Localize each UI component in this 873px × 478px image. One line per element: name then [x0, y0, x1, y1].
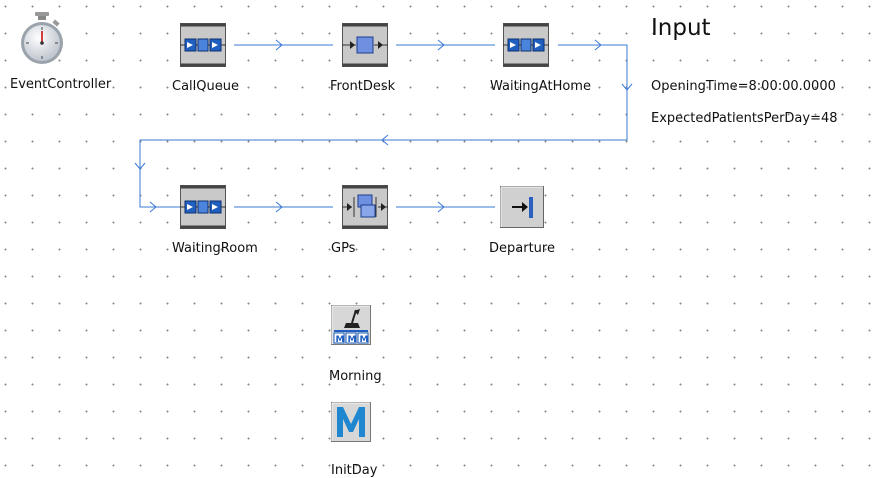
input-frame-title[interactable]: Input [651, 15, 711, 41]
opening-time-attribute[interactable]: OpeningTime=8:00:00.0000 [651, 79, 836, 94]
gps-block[interactable] [342, 185, 388, 229]
morning-label: Morning [329, 369, 382, 384]
svg-text:M: M [336, 335, 345, 345]
departure-label: Departure [489, 241, 555, 256]
waitingroom-label: WaitingRoom [172, 241, 258, 256]
initday-label: InitDay [331, 463, 378, 478]
initday-block[interactable] [331, 402, 371, 442]
waitingathome-block[interactable] [503, 23, 549, 67]
queue-icon [503, 23, 549, 67]
gps-label: GPs [331, 241, 356, 256]
morning-block[interactable]: M M M [331, 305, 371, 345]
frontdesk-label: FrontDesk [330, 79, 396, 94]
callqueue-block[interactable] [180, 23, 226, 67]
expected-patients-attribute[interactable]: ExpectedPatientsPerDay=48 [651, 111, 838, 126]
departure-block[interactable] [500, 186, 544, 228]
event-controller-label: EventController [10, 77, 112, 92]
stopwatch-icon [21, 12, 63, 64]
connector-waitingathome-waitingroom[interactable] [139, 44, 628, 208]
callqueue-label: CallQueue [172, 79, 239, 94]
schedule-icon: M M M [331, 305, 371, 345]
svg-text:M: M [348, 335, 357, 345]
waitingroom-block[interactable] [180, 185, 226, 229]
server-icon [342, 23, 388, 67]
sink-icon [500, 186, 544, 228]
svg-text:M: M [360, 335, 369, 345]
method-icon [331, 402, 371, 442]
waitingathome-label: WaitingAtHome [490, 79, 591, 94]
queue-icon [180, 185, 226, 229]
event-controller[interactable] [17, 12, 67, 66]
multi-server-icon [342, 185, 388, 229]
queue-icon [180, 23, 226, 67]
frontdesk-block[interactable] [342, 23, 388, 67]
